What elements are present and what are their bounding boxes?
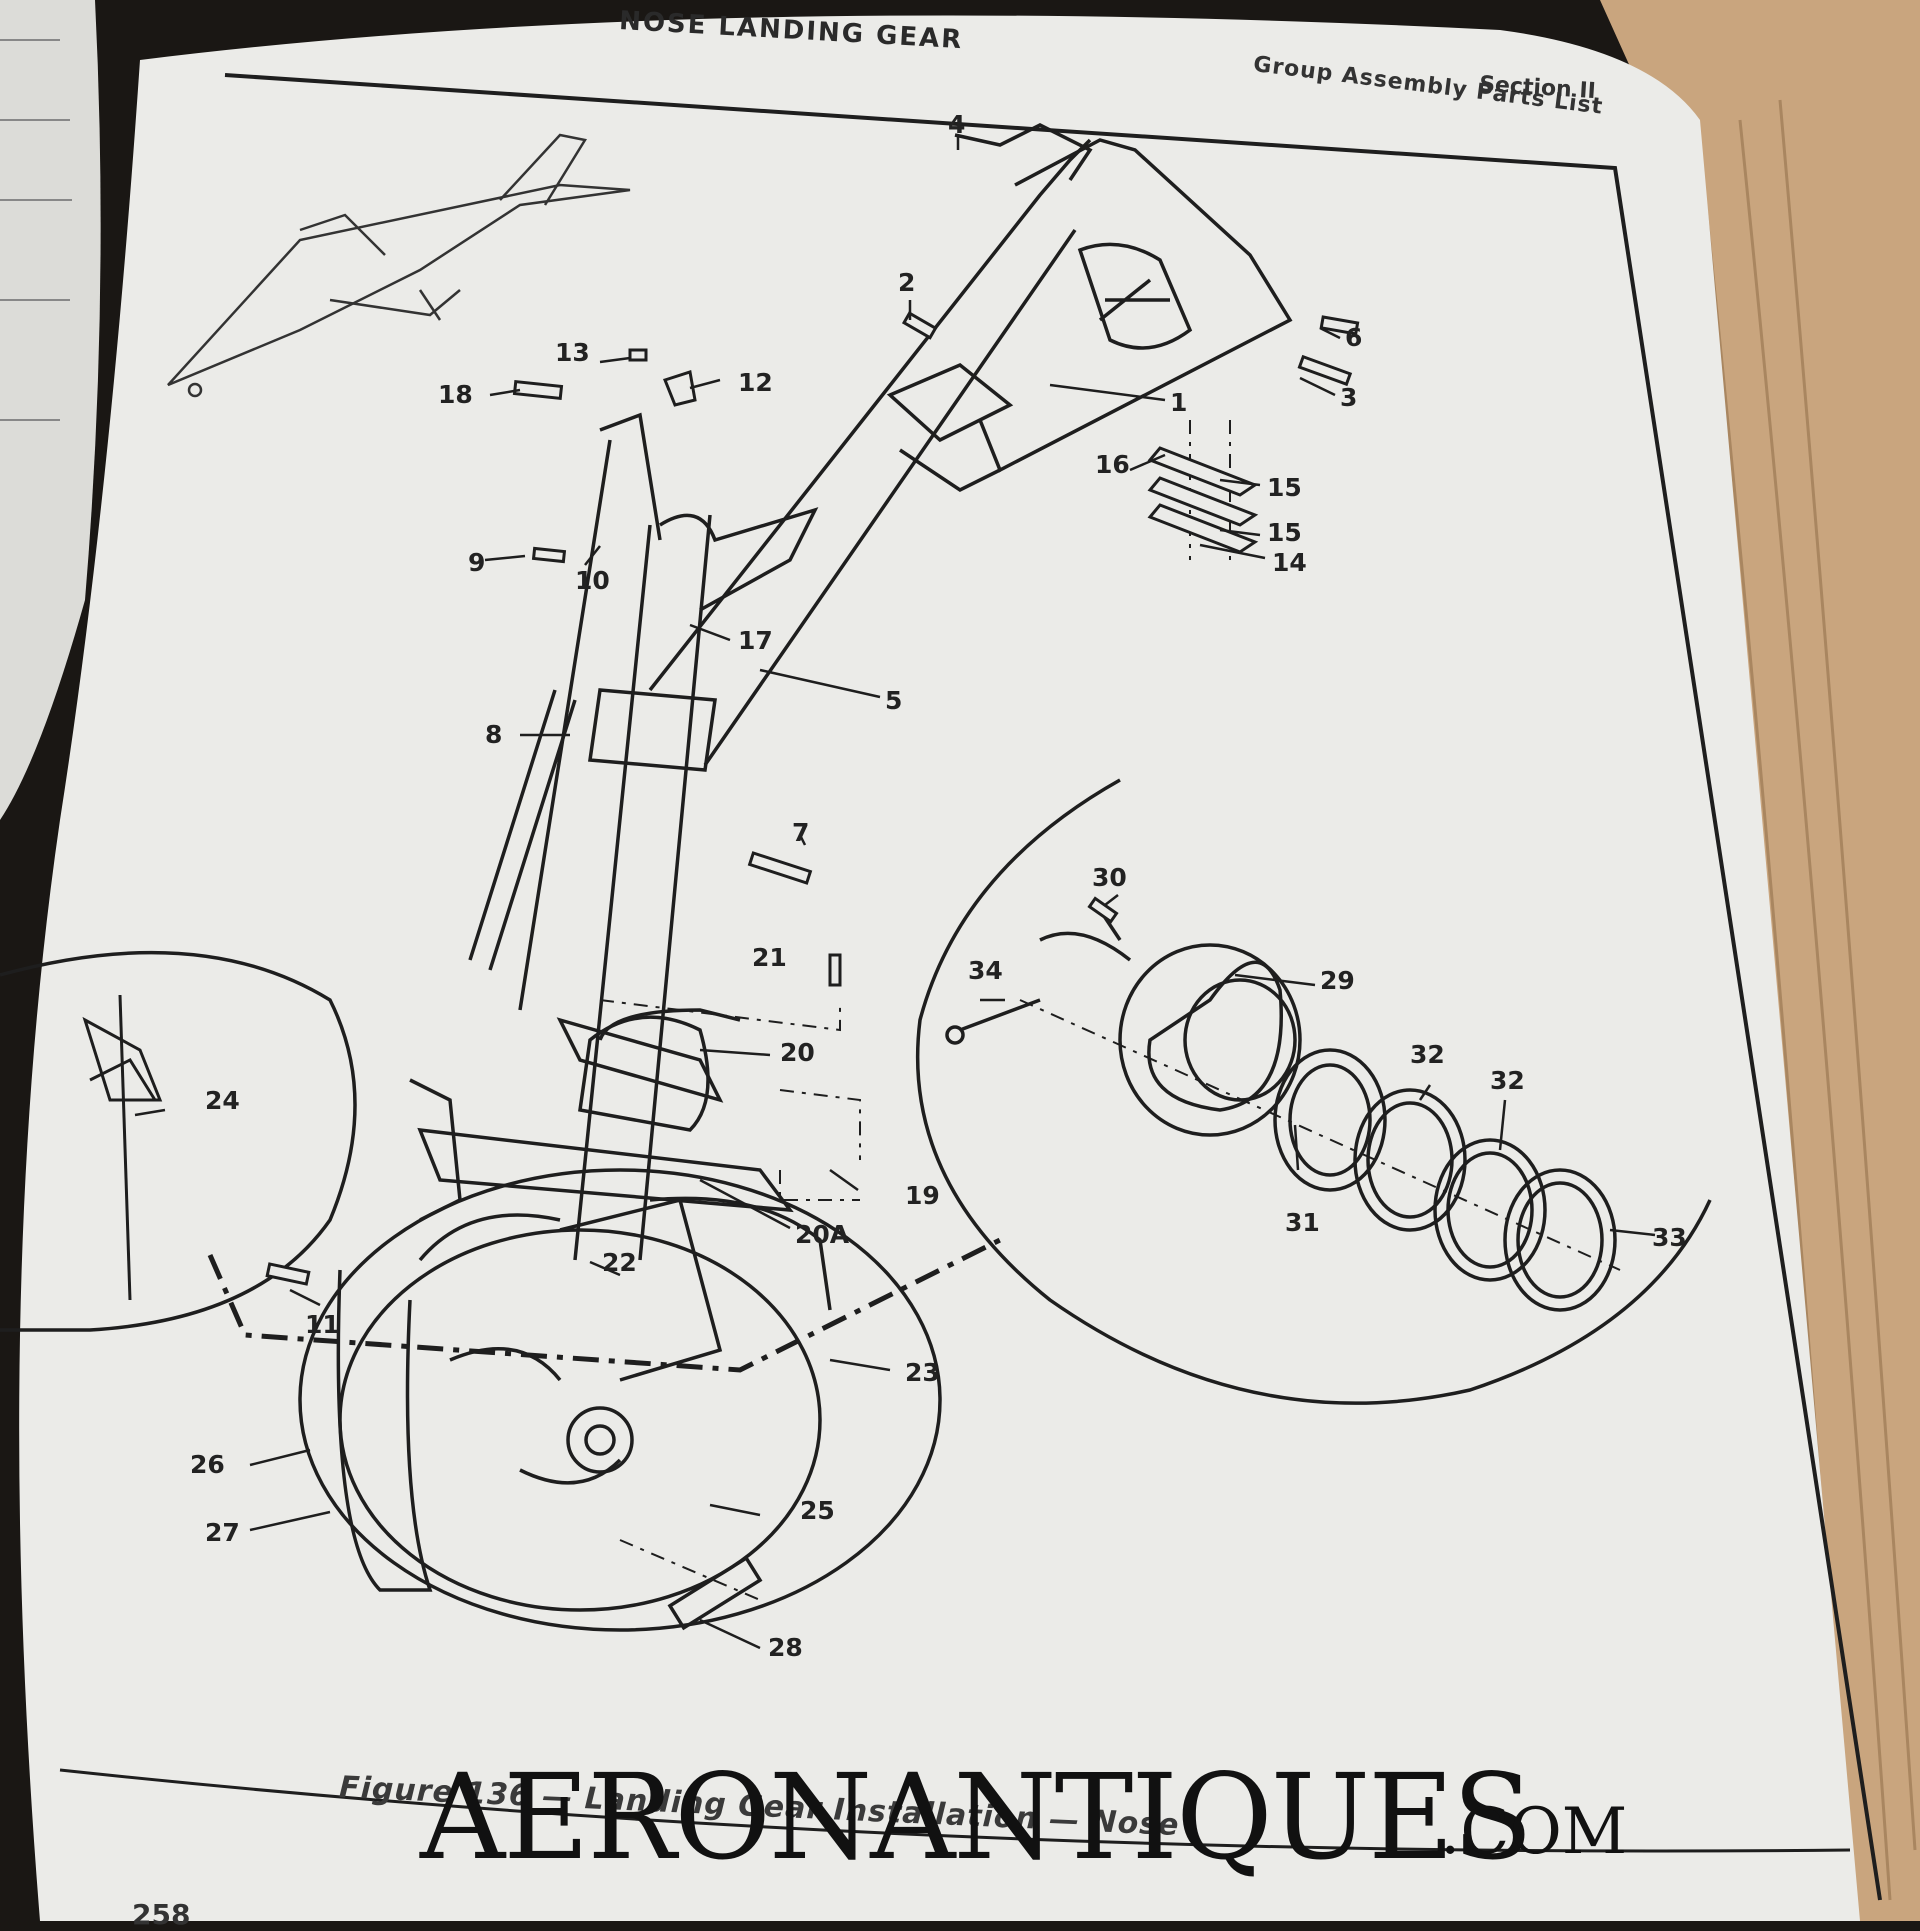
callout-9: 9 bbox=[468, 548, 486, 577]
callout-26: 26 bbox=[190, 1450, 225, 1479]
callout-12: 12 bbox=[738, 368, 773, 397]
callout-14: 14 bbox=[1272, 548, 1307, 577]
callout-22: 22 bbox=[602, 1248, 637, 1277]
callout-8: 8 bbox=[485, 720, 503, 749]
callout-15-b: 15 bbox=[1267, 518, 1302, 547]
callout-2: 2 bbox=[898, 268, 916, 297]
callout-34: 34 bbox=[968, 956, 1003, 985]
callout-32-a: 32 bbox=[1410, 1040, 1445, 1069]
callout-28: 28 bbox=[768, 1633, 803, 1662]
callout-29: 29 bbox=[1320, 966, 1355, 995]
callout-5: 5 bbox=[885, 686, 903, 715]
callout-6: 6 bbox=[1345, 323, 1363, 352]
watermark-domain: .COM bbox=[1440, 1795, 1628, 1869]
callout-17: 17 bbox=[738, 626, 773, 655]
callout-7: 7 bbox=[792, 818, 810, 847]
callout-1: 1 bbox=[1170, 388, 1188, 417]
callout-21: 21 bbox=[752, 943, 787, 972]
fasteners bbox=[265, 311, 1360, 1286]
callout-11: 11 bbox=[305, 1310, 340, 1339]
callout-20: 20 bbox=[780, 1038, 815, 1067]
shim-stack bbox=[1147, 446, 1259, 554]
caption-rule bbox=[59, 1768, 1851, 1853]
left-page bbox=[0, 0, 101, 820]
callout-10: 10 bbox=[575, 566, 610, 595]
detail-view-left bbox=[0, 950, 357, 1332]
callout-18: 18 bbox=[438, 380, 473, 409]
callout-15-a: 15 bbox=[1267, 473, 1302, 502]
callout-3: 3 bbox=[1340, 383, 1358, 412]
callout-24: 24 bbox=[205, 1086, 240, 1115]
callout-25: 25 bbox=[800, 1496, 835, 1525]
landing-gear-assembly bbox=[409, 123, 1293, 1261]
callout-4: 4 bbox=[948, 110, 966, 139]
callout-20a: 20A bbox=[795, 1220, 850, 1249]
page-frame-rule bbox=[224, 73, 1882, 1901]
callout-23: 23 bbox=[905, 1358, 940, 1387]
callout-30: 30 bbox=[1092, 863, 1127, 892]
callout-leaders bbox=[134, 135, 1656, 1650]
callout-33: 33 bbox=[1652, 1223, 1687, 1252]
callout-13: 13 bbox=[555, 338, 590, 367]
callout-32-b: 32 bbox=[1490, 1066, 1525, 1095]
connection-lines bbox=[207, 1237, 1002, 1373]
left-page-rules bbox=[0, 39, 72, 421]
detail-view-left-part bbox=[82, 994, 163, 1301]
nose-wheel-assembly bbox=[298, 1168, 942, 1632]
page-number: 258 bbox=[132, 1898, 191, 1931]
callout-16: 16 bbox=[1095, 450, 1130, 479]
callout-27: 27 bbox=[205, 1518, 240, 1547]
aircraft-locator-icon bbox=[167, 133, 631, 398]
callout-19: 19 bbox=[905, 1181, 940, 1210]
detail-view bbox=[915, 778, 1712, 1405]
callout-31: 31 bbox=[1285, 1208, 1320, 1237]
watermark-logo: AERONANTIQUES bbox=[420, 1748, 1533, 1886]
